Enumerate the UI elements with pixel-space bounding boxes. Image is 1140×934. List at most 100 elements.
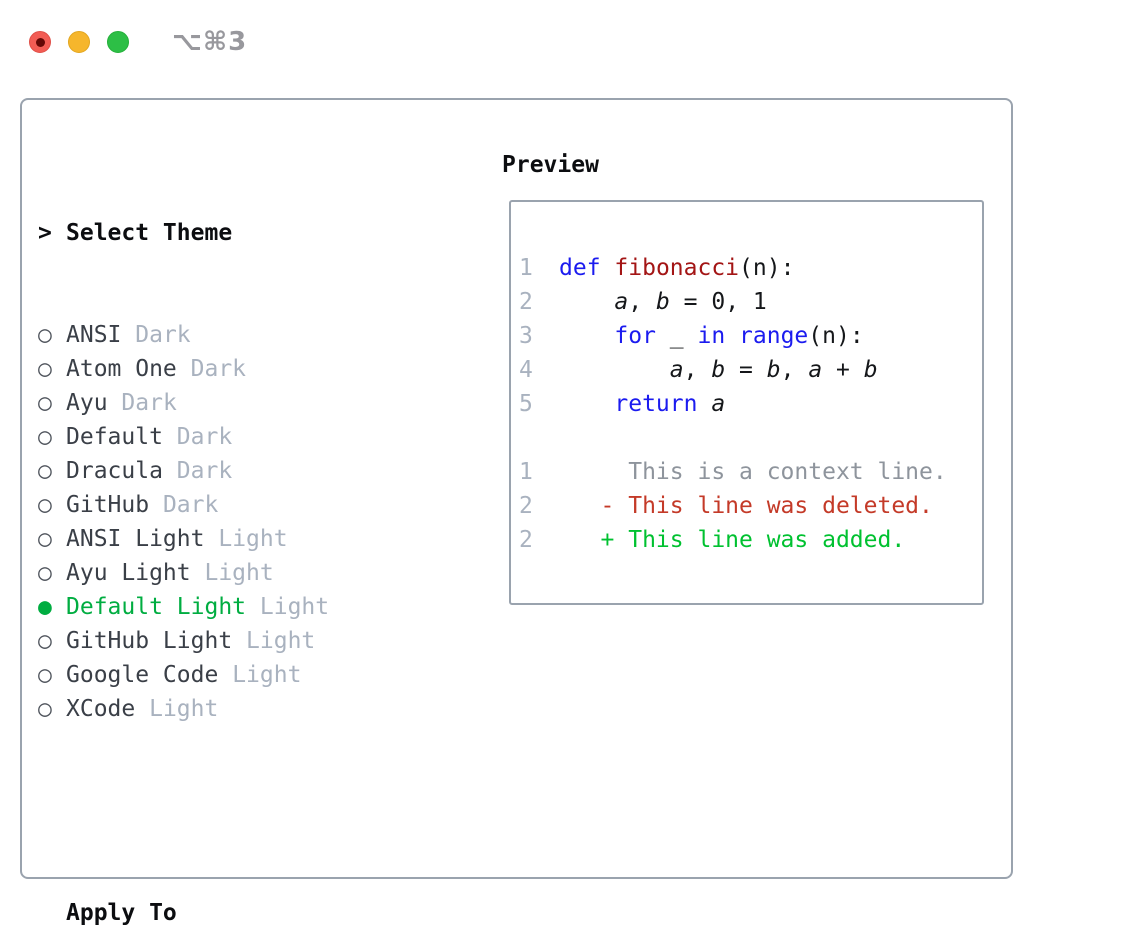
apply-to-title: Apply To bbox=[66, 900, 177, 926]
theme-name: Dracula bbox=[66, 458, 163, 484]
theme-option-atom-one-dark[interactable]: ○Atom One Dark bbox=[38, 352, 426, 386]
theme-name: GitHub Light bbox=[66, 628, 233, 654]
prompt-icon: > bbox=[38, 220, 52, 246]
code-token: + This line was added. bbox=[559, 527, 906, 553]
radio-icon: ○ bbox=[38, 628, 52, 654]
code-token: , bbox=[683, 357, 712, 383]
theme-name: XCode bbox=[66, 696, 136, 722]
theme-variant-badge: Light bbox=[232, 662, 302, 688]
code-token: = bbox=[725, 357, 767, 383]
radio-icon: ○ bbox=[38, 662, 52, 688]
theme-list-column: >Select Theme ○ANSI Dark○Atom One Dark○A… bbox=[38, 148, 426, 934]
zoom-button[interactable] bbox=[107, 31, 129, 53]
radio-icon: ○ bbox=[38, 356, 52, 382]
code-token: b bbox=[863, 357, 878, 383]
theme-variant-badge: Dark bbox=[176, 424, 233, 450]
code-token: a bbox=[614, 289, 629, 315]
theme-option-default-dark[interactable]: ○ Default Dark bbox=[38, 420, 426, 454]
preview-title: Preview bbox=[502, 152, 599, 178]
theme-option-github-dark[interactable]: ○ GitHub Dark bbox=[38, 488, 426, 522]
code-token: b bbox=[766, 357, 781, 383]
preview-line: 2 a, b = 0, 1 bbox=[519, 285, 974, 319]
code-token: b bbox=[655, 289, 670, 315]
radio-icon: ○ bbox=[38, 526, 52, 552]
theme-variant-badge: Light bbox=[149, 696, 219, 722]
code-token: return bbox=[614, 391, 698, 417]
theme-name: Atom One bbox=[66, 356, 177, 382]
theme-variant-badge: Dark bbox=[176, 458, 233, 484]
radio-icon: ○ bbox=[38, 492, 52, 518]
code-token: for bbox=[614, 323, 656, 349]
code-token bbox=[725, 323, 739, 349]
theme-option-dracula-dark[interactable]: ○ Dracula Dark bbox=[38, 454, 426, 488]
preview-line: 1 This is a context line. bbox=[519, 455, 974, 489]
code-token: This is a context line. bbox=[559, 459, 947, 485]
theme-list: ○ANSI Dark○Atom One Dark○Ayu Dark○Defaul… bbox=[38, 318, 426, 726]
line-number: 2 bbox=[519, 493, 533, 519]
code-token bbox=[559, 391, 614, 417]
code-token: = 0, 1 bbox=[669, 289, 767, 315]
close-button[interactable] bbox=[29, 31, 51, 53]
theme-name: Default Light bbox=[66, 594, 247, 620]
code-token: (n): bbox=[808, 323, 864, 349]
preview-line: 3 for _ in range(n): bbox=[519, 319, 974, 353]
apply-to-header: Apply To bbox=[38, 896, 426, 930]
preview-line: 2 + This line was added. bbox=[519, 523, 974, 557]
code-token bbox=[601, 255, 615, 281]
preview-line: 5 return a bbox=[519, 387, 974, 421]
code-token: - This line was deleted. bbox=[559, 493, 933, 519]
code-token: range bbox=[739, 323, 809, 349]
line-number: 3 bbox=[519, 323, 533, 349]
radio-icon: ○ bbox=[38, 322, 52, 348]
code-token bbox=[559, 289, 614, 315]
code-token: , bbox=[628, 289, 656, 315]
code-token: a bbox=[669, 357, 684, 383]
code-token: (n): bbox=[739, 255, 795, 281]
code-token: a bbox=[711, 391, 726, 417]
line-number: 4 bbox=[519, 357, 533, 383]
code-token bbox=[559, 357, 670, 383]
theme-variant-badge: Dark bbox=[162, 492, 219, 518]
code-token bbox=[559, 323, 614, 349]
theme-option-xcode-light[interactable]: ○XCode Light bbox=[38, 692, 426, 726]
code-token: + bbox=[822, 357, 864, 383]
theme-variant-badge: Light bbox=[218, 526, 288, 552]
line-number: 2 bbox=[519, 289, 533, 315]
theme-option-ayu-dark[interactable]: ○Ayu Dark bbox=[38, 386, 426, 420]
code-token: b bbox=[711, 357, 726, 383]
code-token: in bbox=[697, 323, 726, 349]
spacer bbox=[38, 794, 426, 828]
theme-option-github-light-light[interactable]: ○ GitHub Light Light bbox=[38, 624, 426, 658]
theme-option-ayu-light-light[interactable]: ○Ayu Light Light bbox=[38, 556, 426, 590]
line-number: 1 bbox=[519, 459, 533, 485]
radio-icon: ○ bbox=[38, 560, 52, 586]
code-token: , bbox=[780, 357, 809, 383]
code-token: _ bbox=[655, 323, 698, 349]
radio-icon: ○ bbox=[38, 458, 52, 484]
preview-line: 4 a, b = b, a + b bbox=[519, 353, 974, 387]
theme-name: ANSI Light bbox=[66, 526, 205, 552]
theme-variant-badge: Light bbox=[259, 594, 330, 620]
minimize-button[interactable] bbox=[68, 31, 90, 53]
theme-option-google-code-light[interactable]: ○ Google Code Light bbox=[38, 658, 426, 692]
code-token: fibonacci bbox=[614, 255, 740, 281]
theme-name: Ayu Light bbox=[66, 560, 191, 586]
titlebar: ⌥⌘3 bbox=[29, 27, 247, 57]
theme-option-default-light-light[interactable]: ●Default Light Light bbox=[38, 590, 426, 624]
theme-variant-badge: Light bbox=[246, 628, 316, 654]
theme-list-header: > Select Theme bbox=[38, 216, 426, 250]
theme-option-ansi-dark[interactable]: ○ANSI Dark bbox=[38, 318, 426, 352]
line-number: 5 bbox=[519, 391, 533, 417]
code-token: a bbox=[808, 357, 823, 383]
theme-name: Google Code bbox=[66, 662, 219, 688]
theme-name: Default bbox=[66, 424, 163, 450]
code-token bbox=[697, 391, 711, 417]
theme-name: GitHub bbox=[66, 492, 150, 518]
theme-option-ansi-light-light[interactable]: ○ ANSI Light Light bbox=[38, 522, 426, 556]
line-number: 2 bbox=[519, 527, 533, 553]
page-title: Select Theme bbox=[66, 220, 233, 246]
close-dot-icon bbox=[35, 37, 45, 47]
radio-icon: ○ bbox=[38, 424, 52, 450]
